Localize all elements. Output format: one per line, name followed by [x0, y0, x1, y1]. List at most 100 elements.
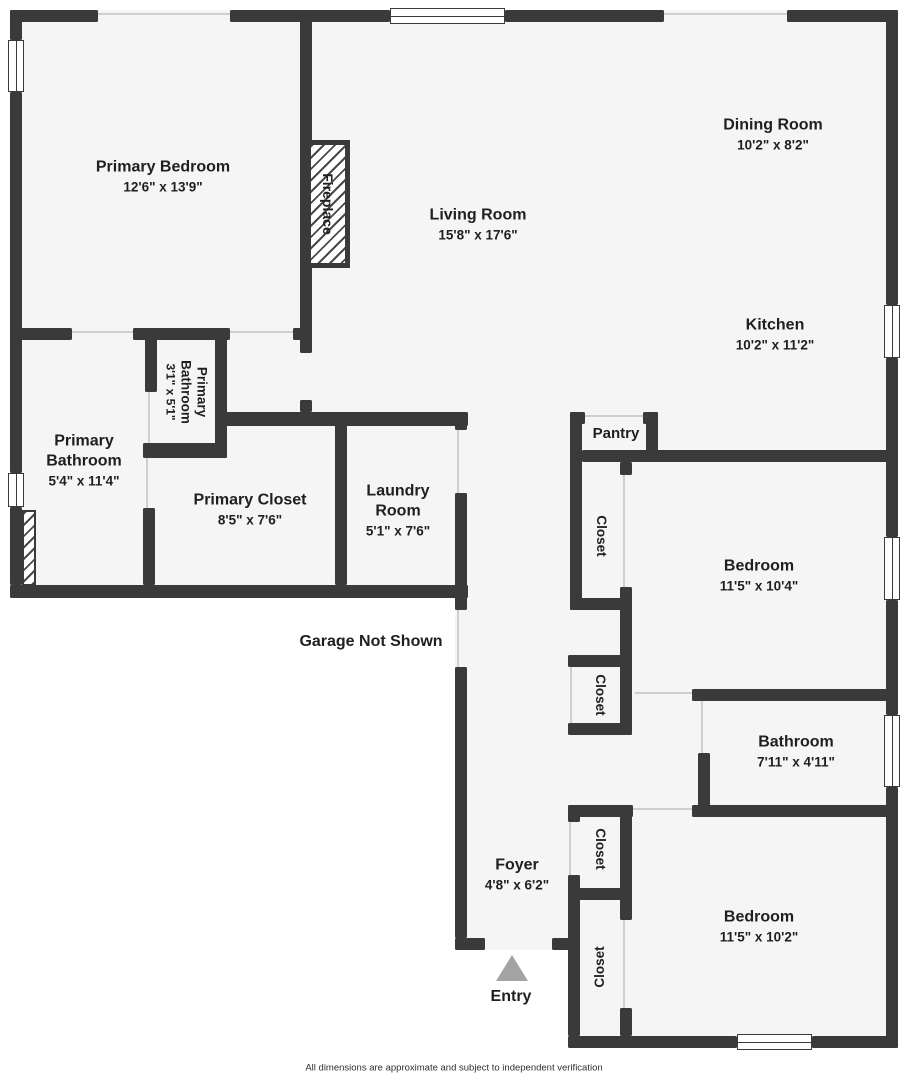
wall: [455, 938, 485, 950]
garage-note: Garage Not Shown: [299, 632, 442, 652]
wall: [300, 400, 312, 412]
wall: [455, 667, 467, 938]
wall: [620, 1008, 632, 1036]
room-label-primary-closet: Primary Closet 8'5" x 7'6": [194, 491, 307, 530]
door-opening: [635, 692, 692, 694]
wall: [335, 413, 347, 585]
wall: [886, 10, 898, 305]
wall: [143, 443, 227, 458]
room-label-primary-bathroom: Primary Bathroom 5'4" x 11'4": [46, 432, 122, 491]
fireplace-hatch: [306, 140, 350, 268]
room-label-living-room: Living Room 15'8" x 17'6": [430, 206, 527, 245]
wall: [143, 508, 155, 585]
room-name: Primary Bathroom: [178, 360, 210, 424]
door-opening: [457, 430, 459, 493]
room-dims: 11'5" x 10'4": [719, 578, 799, 594]
room-name: Foyer: [495, 856, 539, 874]
room-name: Pantry: [592, 425, 640, 442]
room-dims: 4'8" x 6'2": [484, 877, 550, 893]
window: [737, 1034, 812, 1050]
wall: [145, 328, 157, 392]
room-name: Primary Bathroom: [46, 432, 122, 470]
room-label-bedroom-2: Bedroom 11'5" x 10'2": [720, 908, 799, 947]
wall: [568, 723, 632, 735]
room-dims: 11'5" x 10'2": [719, 929, 799, 945]
window: [884, 305, 900, 358]
label-text: Entry: [490, 988, 532, 1005]
room-name: Bedroom: [723, 557, 795, 575]
wall: [812, 1036, 898, 1048]
door-opening: [98, 13, 230, 15]
door-opening: [633, 808, 692, 810]
room-name: Bathroom: [758, 733, 834, 751]
door-opening: [623, 920, 625, 1008]
floor-area: [10, 10, 898, 598]
room-name: Kitchen: [745, 316, 805, 334]
floor-area: [455, 598, 898, 817]
room-label-pantry: Pantry: [593, 424, 640, 444]
wall: [10, 92, 22, 473]
room-name: Dining Room: [723, 116, 823, 134]
wall: [620, 462, 632, 475]
wall: [10, 328, 72, 340]
wall: [886, 787, 898, 1048]
door-opening: [623, 475, 625, 587]
wall: [620, 805, 632, 920]
window-pane-line: [16, 474, 17, 506]
entry-arrow-icon: [496, 955, 528, 981]
wall: [10, 10, 22, 40]
room-label-closet-foyer: Closet: [592, 828, 608, 869]
door-opening: [148, 392, 150, 443]
room-name: Bedroom: [723, 908, 795, 926]
window-pane-line: [892, 538, 893, 599]
wall: [568, 888, 632, 900]
label-fireplace: Fireplace: [320, 173, 336, 234]
room-label-closet-hall: Closet: [592, 674, 608, 715]
room-label-closet-pantry: Closet: [593, 515, 609, 556]
wall: [568, 875, 580, 1036]
window: [884, 537, 900, 600]
room-label-primary-bedroom: Primary Bedroom 12'6" x 13'9": [96, 158, 230, 197]
note-text: Garage Not Shown: [299, 633, 443, 650]
disclaimer-text: All dimensions are approximate and subje…: [305, 1062, 603, 1074]
wall: [646, 412, 658, 462]
window: [884, 715, 900, 787]
room-label-primary-bathroom-small: Primary Bathroom 3'1" x 5'1": [163, 360, 210, 424]
wall: [568, 1036, 737, 1048]
wall: [505, 10, 664, 22]
wall: [293, 328, 312, 340]
door-opening: [701, 701, 703, 753]
wall: [133, 328, 230, 340]
room-name: Fireplace: [320, 173, 336, 235]
wall: [215, 328, 227, 458]
window: [390, 8, 505, 24]
wall: [570, 598, 632, 610]
wall: [692, 805, 898, 817]
room-dims: 5'4" x 11'4": [48, 473, 120, 489]
room-label-kitchen: Kitchen 10'2" x 11'2": [736, 316, 815, 355]
door-opening: [664, 13, 787, 15]
room-dims: 8'5" x 7'6": [217, 512, 283, 528]
room-dims: 15'8" x 17'6": [438, 227, 518, 243]
wall: [570, 412, 585, 424]
bathroom-door-hatch: [22, 510, 36, 586]
wall: [10, 10, 98, 22]
room-name: Living Room: [429, 206, 527, 224]
wall: [886, 358, 898, 537]
floor-area: [455, 817, 568, 950]
window: [8, 473, 24, 507]
window-pane-line: [738, 1042, 811, 1043]
entry-label: Entry: [491, 987, 532, 1007]
room-label-laundry-room: Laundry Room 5'1" x 7'6": [366, 482, 430, 541]
wall: [787, 10, 898, 22]
door-opening: [570, 667, 572, 723]
wall: [620, 655, 632, 735]
door-opening: [569, 822, 571, 875]
wall: [582, 450, 898, 462]
door-opening: [457, 610, 459, 667]
door-opening: [585, 415, 643, 417]
room-label-bedroom-1: Bedroom 11'5" x 10'4": [720, 557, 799, 596]
wall: [568, 805, 580, 822]
room-name: Closet: [592, 946, 607, 988]
